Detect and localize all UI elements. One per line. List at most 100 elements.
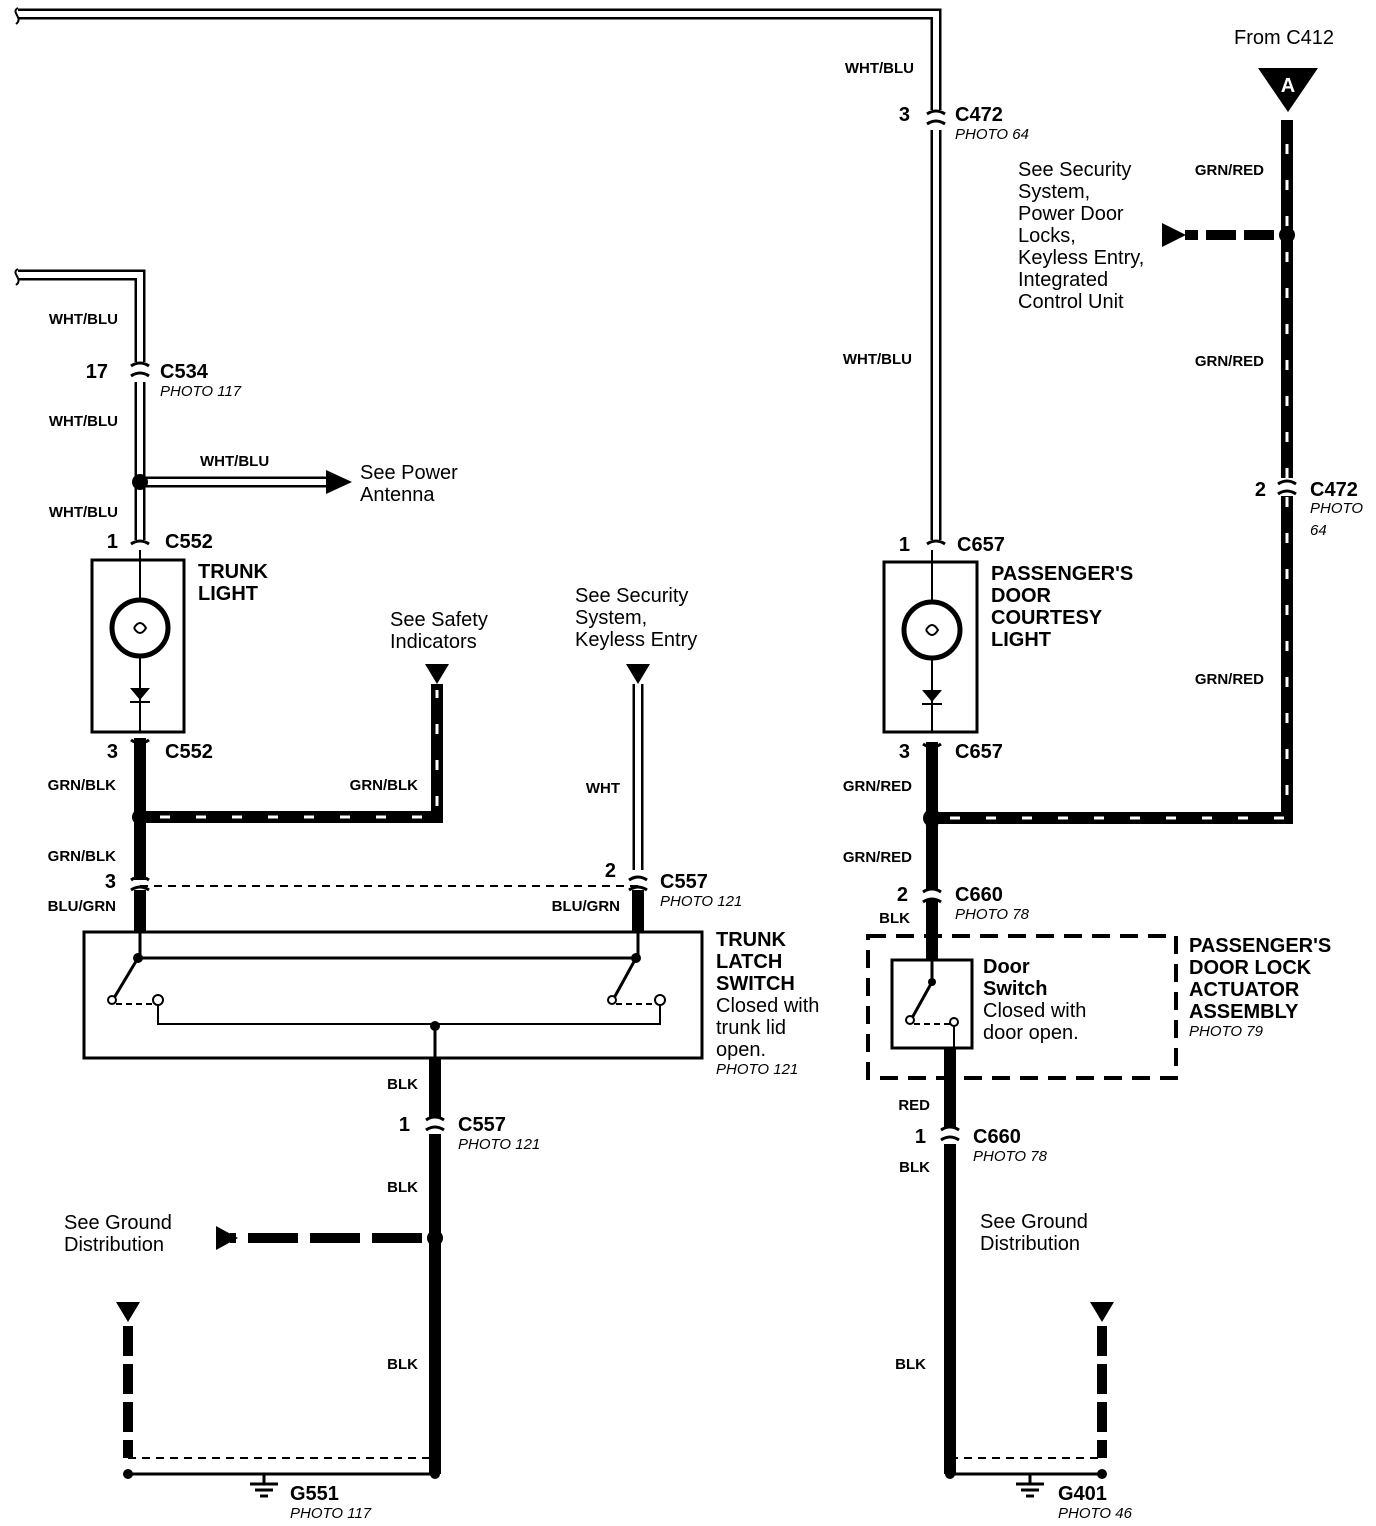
wire-label: BLU/GRN bbox=[552, 898, 620, 915]
component-name: Door bbox=[983, 956, 1030, 978]
pin-number: 2 bbox=[1255, 479, 1266, 501]
photo-ref: PHOTO 46 bbox=[1058, 1505, 1133, 1522]
arrow-to-antenna-icon bbox=[326, 470, 352, 494]
wire-label: BLK bbox=[879, 910, 910, 927]
wire-blk-right bbox=[926, 900, 1107, 1476]
triangle-ground-right-icon bbox=[1090, 1302, 1114, 1322]
terminal-a-label: A bbox=[1281, 75, 1295, 97]
wire-wht-blu-top bbox=[18, 8, 942, 540]
note-line: Integrated bbox=[1018, 269, 1108, 291]
note-line: Indicators bbox=[390, 631, 477, 653]
note-line: open. bbox=[716, 1039, 766, 1061]
connector-label: C657 bbox=[957, 534, 1005, 556]
pin-number: 1 bbox=[107, 531, 118, 553]
connector-label: C557 bbox=[660, 871, 708, 893]
note-line: door open. bbox=[983, 1022, 1079, 1044]
note-line: Distribution bbox=[980, 1233, 1080, 1255]
pin-number: 3 bbox=[899, 104, 910, 126]
component-name: ACTUATOR bbox=[1189, 979, 1300, 1001]
wire-label: BLK bbox=[899, 1159, 930, 1176]
wire-label: GRN/RED bbox=[843, 778, 912, 795]
trunk-light-component bbox=[90, 550, 186, 734]
wire-label: BLK bbox=[895, 1356, 926, 1373]
diode-icon bbox=[922, 690, 942, 702]
pin-number: 3 bbox=[107, 741, 118, 763]
connector-label: C472 bbox=[1310, 479, 1358, 501]
wire-break-icon bbox=[14, 268, 20, 286]
ground-g401-icon bbox=[1016, 1474, 1044, 1498]
component-name: DOOR LOCK bbox=[1189, 957, 1312, 979]
wire-break-icon bbox=[14, 7, 20, 25]
note-line: Distribution bbox=[64, 1234, 164, 1256]
note-line: Locks, bbox=[1018, 225, 1076, 247]
splice-points bbox=[123, 227, 1295, 1479]
wire-grn-red bbox=[926, 120, 1293, 890]
wire-wht-blu-left bbox=[18, 269, 330, 540]
component-name: DOOR bbox=[991, 585, 1052, 607]
photo-ref: PHOTO 121 bbox=[716, 1061, 798, 1078]
note-line: See Security bbox=[575, 585, 688, 607]
photo-ref: PHOTO 78 bbox=[955, 906, 1030, 923]
note-line: Closed with bbox=[983, 1000, 1086, 1022]
wire-blu-grn bbox=[134, 890, 644, 932]
component-name: LIGHT bbox=[991, 629, 1051, 651]
arrow-security-icon bbox=[1162, 223, 1186, 247]
pin-number: 2 bbox=[897, 884, 908, 906]
note-line: See Power bbox=[360, 462, 458, 484]
wire-label: WHT/BLU bbox=[49, 311, 118, 328]
note-line: trunk lid bbox=[716, 1017, 786, 1039]
note-line: System, bbox=[1018, 181, 1090, 203]
wire-label: GRN/BLK bbox=[350, 777, 418, 794]
wire-label: GRN/RED bbox=[1195, 671, 1264, 688]
note-line: See Ground bbox=[980, 1211, 1088, 1233]
component-name: LIGHT bbox=[198, 583, 258, 605]
wire-blk-left bbox=[123, 1058, 441, 1476]
terminal-a-icon bbox=[1258, 68, 1318, 112]
connector-label: C657 bbox=[955, 741, 1003, 763]
photo-ref: PHOTO 79 bbox=[1189, 1023, 1264, 1040]
component-name: LATCH bbox=[716, 951, 782, 973]
component-name: TRUNK bbox=[716, 929, 787, 951]
connector-label: C552 bbox=[165, 531, 213, 553]
connector-label: C472 bbox=[955, 104, 1003, 126]
component-name: PASSENGER'S bbox=[1189, 935, 1331, 957]
pin-number: 17 bbox=[86, 361, 108, 383]
pin-number: 1 bbox=[915, 1126, 926, 1148]
wire-label: GRN/RED bbox=[1195, 353, 1264, 370]
connector-label: C552 bbox=[165, 741, 213, 763]
wire-label: WHT/BLU bbox=[200, 453, 269, 470]
wire-label: BLK bbox=[387, 1076, 418, 1093]
note-line: Closed with bbox=[716, 995, 819, 1017]
component-name: COURTESY bbox=[991, 607, 1103, 629]
note-line: Power Door bbox=[1018, 203, 1124, 225]
note-line: See Security bbox=[1018, 159, 1131, 181]
photo-ref: PHOTO 78 bbox=[973, 1148, 1048, 1165]
pin-number: 2 bbox=[605, 860, 616, 882]
connector-label: C660 bbox=[955, 884, 1003, 906]
note-line: Keyless Entry bbox=[575, 629, 697, 651]
component-name: ASSEMBLY bbox=[1189, 1001, 1299, 1023]
component-name: SWITCH bbox=[716, 973, 795, 995]
wire-label: WHT/BLU bbox=[49, 504, 118, 521]
photo-ref: PHOTO bbox=[1310, 500, 1363, 517]
photo-ref: PHOTO 117 bbox=[290, 1505, 372, 1522]
bulb-icon bbox=[901, 599, 963, 661]
photo-ref: PHOTO 64 bbox=[955, 126, 1029, 143]
note-line: Keyless Entry, bbox=[1018, 247, 1144, 269]
door-lock-actuator-component bbox=[866, 934, 1178, 1080]
wire-label: WHT/BLU bbox=[49, 413, 118, 430]
pin-number: 3 bbox=[899, 741, 910, 763]
courtesy-light-component bbox=[882, 550, 979, 734]
photo-ref: PHOTO 121 bbox=[458, 1136, 540, 1153]
wire-label: GRN/BLK bbox=[48, 848, 116, 865]
connector-label: C534 bbox=[160, 361, 209, 383]
wire-label: BLU/GRN bbox=[48, 898, 116, 915]
note-line: See Safety bbox=[390, 609, 488, 631]
note-line: See Ground bbox=[64, 1212, 172, 1234]
note-line: System, bbox=[575, 607, 647, 629]
triangle-ground-left-icon bbox=[116, 1302, 140, 1322]
wire-label: GRN/RED bbox=[1195, 162, 1264, 179]
wire-label: GRN/RED bbox=[843, 849, 912, 866]
component-name: PASSENGER'S bbox=[991, 563, 1133, 585]
